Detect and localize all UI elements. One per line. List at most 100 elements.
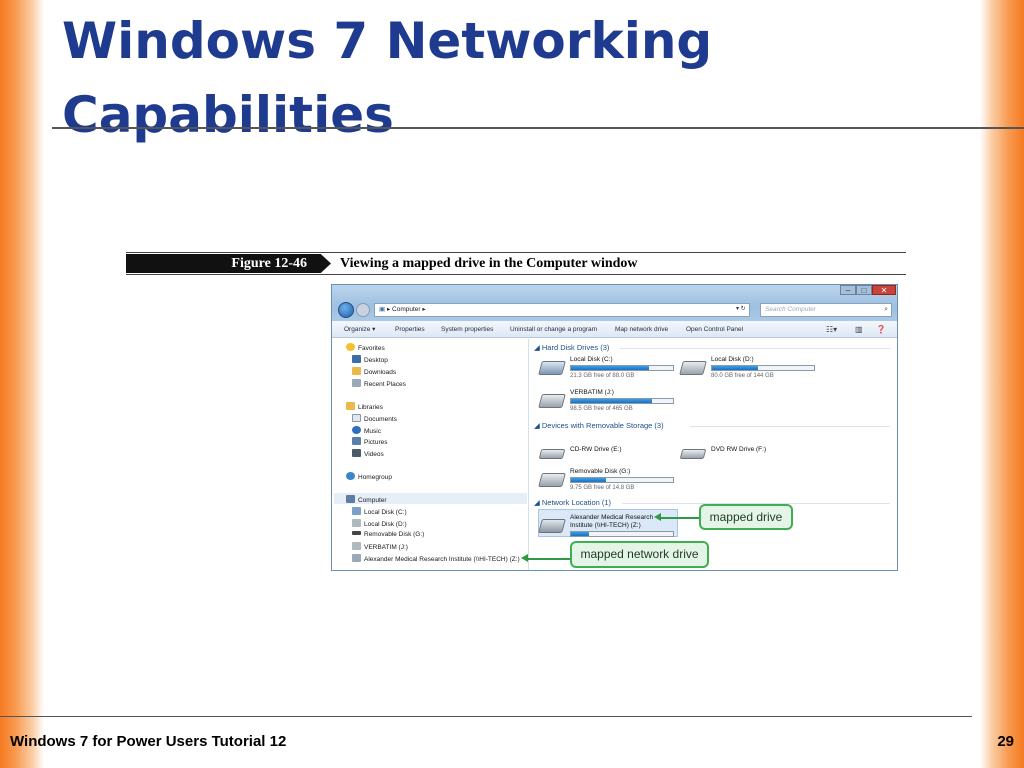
nav-local-disk-d[interactable]: Local Disk (D:) (352, 519, 407, 530)
libraries-icon (346, 402, 355, 410)
minimize-button[interactable]: – (840, 285, 856, 295)
videos-icon (352, 449, 361, 457)
hard-drive-icon (538, 394, 566, 408)
drive-local-c[interactable]: Local Disk (C:) 21.3 GB free of 88.0 GB (536, 355, 686, 385)
drive-name-line1: Alexander Medical Research (570, 514, 654, 521)
drive-usage-bar (711, 365, 815, 371)
downloads-folder-icon (352, 367, 361, 375)
figure-bottom-rule (126, 274, 906, 275)
window-titlebar: ▣ ▸ Computer ▸ ▾ ↻ Search Computer ⌕ – □… (332, 285, 897, 321)
close-button[interactable]: ✕ (872, 285, 896, 295)
star-icon (346, 343, 355, 351)
callout-mapped-network-drive: mapped network drive (570, 541, 709, 568)
content-pane: ◢ Hard Disk Drives (3) Local Disk (C:) 2… (530, 339, 897, 570)
address-text: ▸ Computer ▸ (386, 306, 426, 313)
right-accent-bar (980, 0, 1024, 768)
slide-title: Windows 7 Networking Capabilities (62, 4, 922, 152)
nav-computer[interactable]: Computer (346, 495, 387, 506)
map-network-drive-button[interactable]: Map network drive (615, 326, 669, 333)
drive-name: Local Disk (D:) (711, 356, 754, 363)
drive-cdrw-e[interactable]: CD-RW Drive (E:) (536, 437, 686, 467)
group-divider (620, 348, 890, 349)
address-refresh-icon[interactable]: ▾ ↻ (736, 306, 746, 312)
uninstall-button[interactable]: Uninstall or change a program (510, 326, 598, 333)
group-header-network-location[interactable]: ◢ Network Location (1) (534, 498, 612, 507)
figure-top-rule (126, 252, 906, 253)
group-header-removable-storage[interactable]: ◢ Devices with Removable Storage (3) (534, 421, 664, 430)
maximize-button[interactable]: □ (856, 285, 872, 295)
nav-downloads[interactable]: Downloads (352, 367, 396, 378)
nav-local-disk-c[interactable]: Local Disk (C:) (352, 507, 407, 518)
nav-music[interactable]: Music (352, 426, 381, 437)
drive-name: CD-RW Drive (E:) (570, 446, 622, 453)
search-input[interactable]: Search Computer ⌕ (760, 303, 892, 317)
search-placeholder: Search Computer (765, 306, 816, 313)
command-bar: Organize ▾ Properties System properties … (332, 321, 897, 338)
nav-pictures[interactable]: Pictures (352, 437, 387, 448)
network-drive-icon (352, 554, 361, 562)
nav-network-drive-z[interactable]: Alexander Medical Research Institute (\\… (352, 554, 520, 565)
computer-icon (346, 495, 355, 503)
open-control-panel-button[interactable]: Open Control Panel (686, 326, 744, 333)
figure-label: Figure 12-46 (126, 254, 331, 273)
desktop-icon (352, 355, 361, 363)
drive-name-line2: Institute (\\HI-TECH) (Z:) (570, 522, 641, 529)
nav-favorites[interactable]: Favorites (346, 343, 385, 354)
homegroup-icon (346, 472, 355, 480)
title-divider (52, 127, 1024, 129)
removable-disk-icon (538, 473, 566, 487)
network-drive-icon (538, 519, 566, 533)
drive-free-space: 21.3 GB free of 88.0 GB (570, 373, 635, 379)
group-divider (622, 503, 890, 504)
drive-usage-bar (570, 398, 674, 404)
nav-videos[interactable]: Videos (352, 449, 384, 460)
back-button[interactable] (338, 302, 354, 318)
footer-divider (0, 716, 972, 717)
system-properties-button[interactable]: System properties (441, 326, 494, 333)
properties-button[interactable]: Properties (395, 326, 425, 333)
music-icon (352, 426, 361, 434)
computer-icon: ▣ (379, 306, 387, 313)
mapped-network-drive-arrowhead (521, 554, 528, 562)
drive-network-z[interactable]: Alexander Medical Research Institute (\\… (536, 513, 686, 543)
drive-dvdrw-f[interactable]: DVD RW Drive (F:) (677, 437, 827, 467)
nav-removable-disk-g[interactable]: Removable Disk (G:) (352, 530, 424, 540)
drive-usage-fill (712, 366, 758, 370)
slide-title-line1: Windows 7 Networking (62, 12, 713, 70)
nav-desktop[interactable]: Desktop (352, 355, 388, 366)
drive-usage-bar (570, 365, 674, 371)
view-options-icon[interactable]: ☷▾ (826, 325, 838, 334)
preview-pane-icon[interactable]: ▥ (855, 325, 863, 334)
address-bar[interactable]: ▣ ▸ Computer ▸ (374, 303, 750, 317)
drive-usage-fill (571, 532, 590, 536)
drive-removable-g[interactable]: Removable Disk (G:) 9.75 GB free of 14.8… (536, 467, 686, 497)
drive-local-d[interactable]: Local Disk (D:) 80.0 GB free of 144 GB (677, 355, 827, 385)
drive-free-space: 9.75 GB free of 14.8 GB (570, 485, 635, 491)
nav-documents[interactable]: Documents (352, 414, 397, 425)
mapped-drive-arrowhead (654, 513, 661, 521)
slide-title-line2: Capabilities (62, 86, 394, 144)
group-header-hard-disk-drives[interactable]: ◢ Hard Disk Drives (3) (534, 343, 610, 352)
nav-selection-highlight (334, 493, 527, 504)
nav-verbatim-j[interactable]: VERBATIM (J:) (352, 542, 408, 553)
nav-homegroup[interactable]: Homegroup (346, 472, 392, 483)
nav-libraries[interactable]: Libraries (346, 402, 383, 413)
drive-usage-bar (570, 531, 674, 537)
figure-caption: Viewing a mapped drive in the Computer w… (340, 256, 638, 271)
drive-usage-fill (571, 366, 649, 370)
recent-places-icon (352, 379, 361, 387)
hard-drive-icon (352, 542, 361, 550)
hard-drive-icon (352, 519, 361, 527)
dvd-drive-icon (679, 449, 707, 459)
group-divider (690, 426, 890, 427)
drive-name: VERBATIM (J:) (570, 389, 614, 396)
help-icon[interactable]: ❓ (876, 325, 886, 334)
drive-verbatim-j[interactable]: VERBATIM (J:) 98.5 GB free of 465 GB (536, 388, 686, 418)
nav-recent-places[interactable]: Recent Places (352, 379, 406, 390)
forward-button[interactable] (356, 303, 370, 317)
explorer-window: ▣ ▸ Computer ▸ ▾ ↻ Search Computer ⌕ – □… (331, 284, 898, 571)
organize-button[interactable]: Organize ▾ (344, 326, 376, 333)
drive-usage-fill (571, 399, 652, 403)
drive-usage-bar (570, 477, 674, 483)
documents-icon (352, 414, 361, 422)
